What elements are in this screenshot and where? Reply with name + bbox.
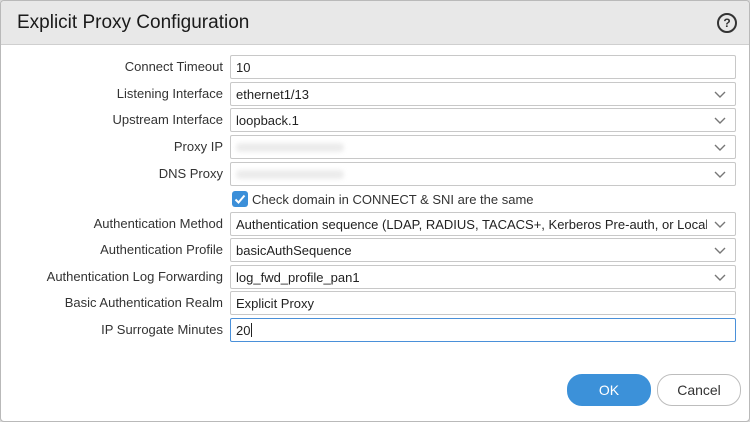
upstream-interface-value: loopback.1 xyxy=(236,113,299,128)
ip-surrogate-minutes-value-wrap: 20 xyxy=(236,323,707,338)
auth-log-forwarding-select[interactable]: log_fwd_profile_pan1 xyxy=(230,265,736,289)
ok-button[interactable]: OK xyxy=(567,374,651,406)
chevron-down-icon xyxy=(714,221,726,228)
dns-proxy-select[interactable] xyxy=(230,162,736,186)
checkmark-icon xyxy=(234,194,246,204)
chevron-down-icon xyxy=(714,274,726,281)
basic-auth-realm-label: Basic Authentication Realm xyxy=(64,295,223,310)
ip-surrogate-minutes-label: IP Surrogate Minutes xyxy=(101,322,223,337)
help-icon[interactable]: ? xyxy=(717,13,737,33)
row-basic-auth-realm: Basic Authentication Realm Explicit Prox… xyxy=(1,291,749,315)
row-ip-surrogate-minutes: IP Surrogate Minutes 20 xyxy=(1,318,749,342)
upstream-interface-select[interactable]: loopback.1 xyxy=(230,108,736,132)
check-domain-label: Check domain in CONNECT & SNI are the sa… xyxy=(252,192,534,207)
basic-auth-realm-input[interactable]: Explicit Proxy xyxy=(230,291,736,315)
connect-timeout-label: Connect Timeout xyxy=(124,59,223,74)
listening-interface-select[interactable]: ethernet1/13 xyxy=(230,82,736,106)
dialog-titlebar: Explicit Proxy Configuration ? xyxy=(1,1,749,45)
basic-auth-realm-value: Explicit Proxy xyxy=(236,296,315,311)
auth-method-label: Authentication Method xyxy=(93,216,223,231)
row-auth-method: Authentication Method Authentication seq… xyxy=(1,212,749,236)
listening-interface-label: Listening Interface xyxy=(116,86,223,101)
redacted-value xyxy=(236,170,344,179)
ip-surrogate-minutes-input[interactable]: 20 xyxy=(230,318,736,342)
chevron-down-icon xyxy=(714,117,726,124)
chevron-down-icon xyxy=(714,247,726,254)
chevron-down-icon xyxy=(714,171,726,178)
row-auth-log-forwarding: Authentication Log Forwarding log_fwd_pr… xyxy=(1,265,749,289)
connect-timeout-value: 10 xyxy=(236,60,251,75)
redacted-value xyxy=(236,143,344,152)
auth-profile-label: Authentication Profile xyxy=(100,242,223,257)
chevron-down-icon xyxy=(714,144,726,151)
auth-profile-value: basicAuthSequence xyxy=(236,243,352,258)
connect-timeout-input[interactable]: 10 xyxy=(230,55,736,79)
row-upstream-interface: Upstream Interface loopback.1 xyxy=(1,108,749,132)
cancel-button[interactable]: Cancel xyxy=(657,374,741,406)
auth-method-value: Authentication sequence (LDAP, RADIUS, T… xyxy=(236,217,707,232)
upstream-interface-label: Upstream Interface xyxy=(112,112,223,127)
auth-profile-select[interactable]: basicAuthSequence xyxy=(230,238,736,262)
chevron-down-icon xyxy=(714,91,726,98)
row-listening-interface: Listening Interface ethernet1/13 xyxy=(1,82,749,106)
row-dns-proxy: DNS Proxy xyxy=(1,162,749,186)
auth-log-forwarding-label: Authentication Log Forwarding xyxy=(46,269,223,284)
row-auth-profile: Authentication Profile basicAuthSequence xyxy=(1,238,749,262)
listening-interface-value: ethernet1/13 xyxy=(236,87,310,102)
dialog-title: Explicit Proxy Configuration xyxy=(17,12,250,33)
check-domain-checkbox[interactable] xyxy=(232,191,248,207)
row-proxy-ip: Proxy IP xyxy=(1,135,749,159)
proxy-ip-select[interactable] xyxy=(230,135,736,159)
row-connect-timeout: Connect Timeout 10 xyxy=(1,55,749,79)
text-caret xyxy=(251,323,253,337)
dns-proxy-label: DNS Proxy xyxy=(158,166,223,181)
proxy-ip-label: Proxy IP xyxy=(173,139,223,154)
ip-surrogate-minutes-value: 20 xyxy=(236,323,251,338)
auth-log-forwarding-value: log_fwd_profile_pan1 xyxy=(236,270,360,285)
auth-method-select[interactable]: Authentication sequence (LDAP, RADIUS, T… xyxy=(230,212,736,236)
